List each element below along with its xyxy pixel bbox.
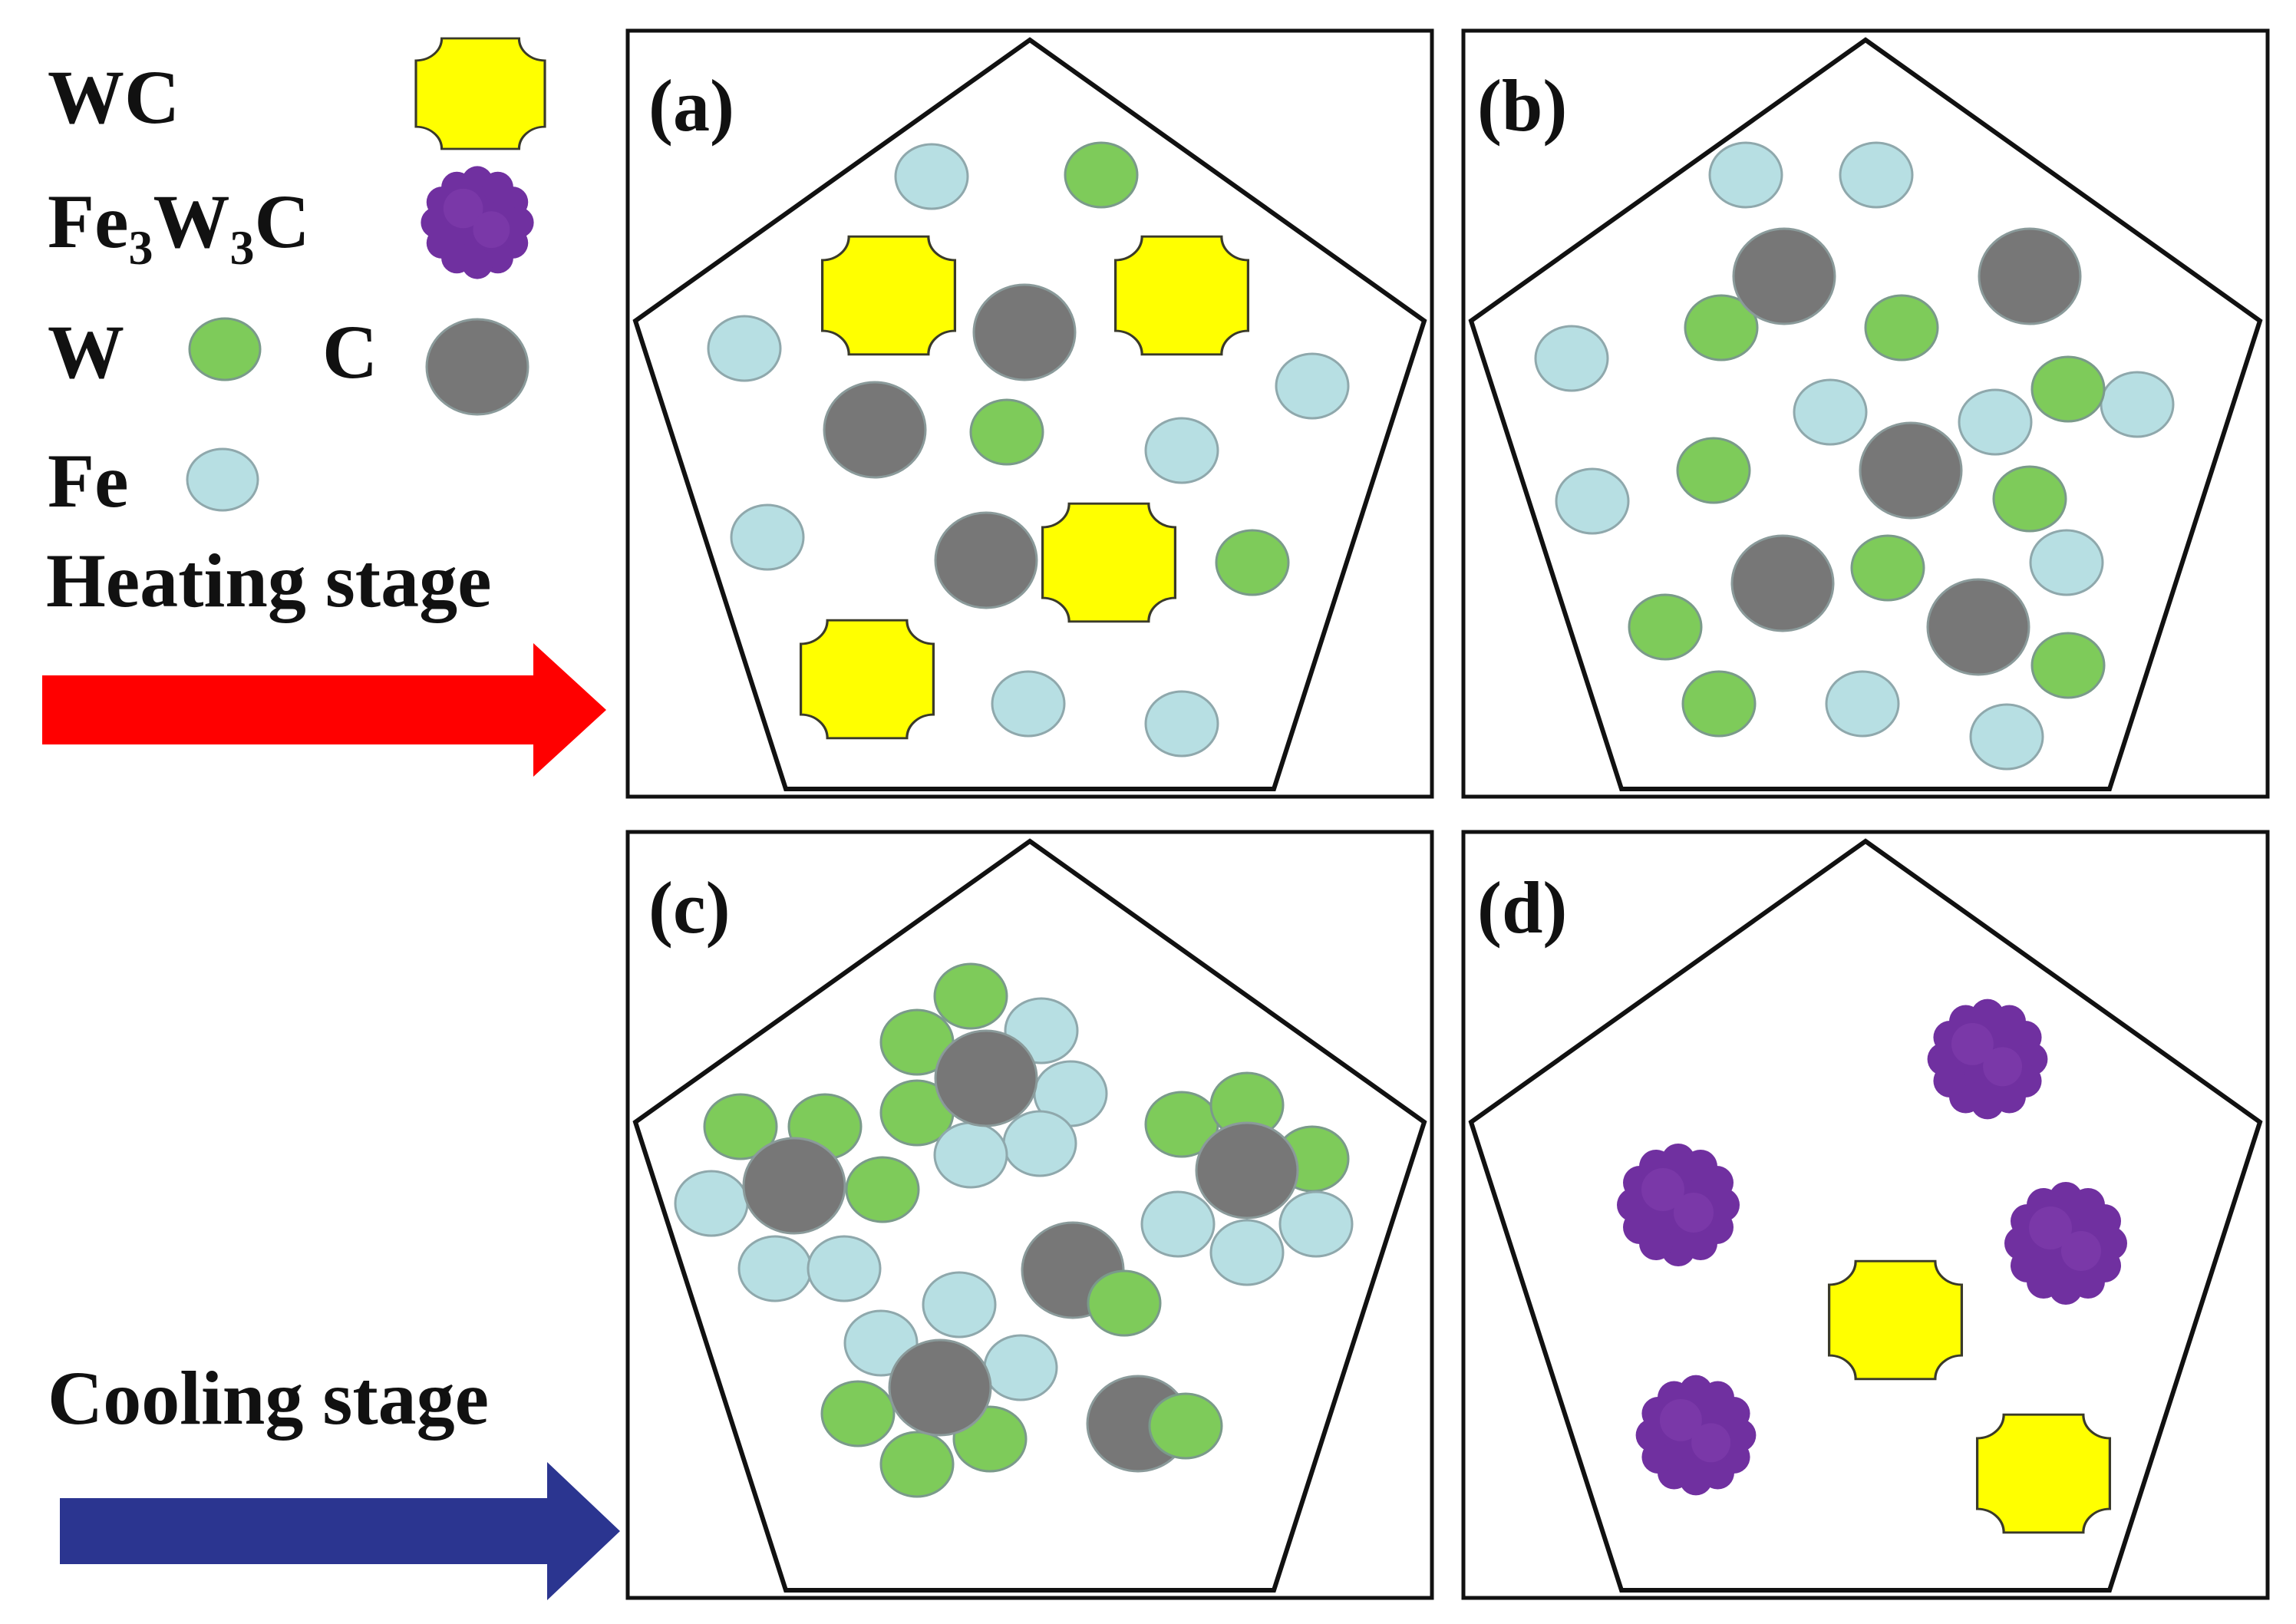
legend-w-label: W [48,309,124,394]
cooling-stage: Cooling stage [48,1355,620,1600]
panel-d-frame [1461,830,2270,1600]
panel-c-label: (c) [648,866,731,949]
panel-c-cluster-1 [879,962,1108,1189]
panel-a-label: (a) [648,64,734,147]
panel-a-w-atoms [969,141,1290,596]
legend-wc-label: WC [48,54,180,140]
fe3w3c-particle-icon [421,166,534,279]
panel-a-c-atoms [823,283,1077,609]
cooling-arrow-icon [60,1462,620,1600]
legend: WC Fe3W3C W C Fe [48,37,546,523]
cooling-stage-label: Cooling stage [48,1355,489,1441]
legend-fe-label: Fe [48,438,128,523]
panel-a-pentagon [632,37,1427,791]
heating-arrow-icon [42,643,606,777]
wc-grain-icon [414,37,546,150]
legend-fe3w3c-label: Fe3W3C [48,179,310,275]
panel-c-pentagon [632,838,1427,1593]
panel-b-fe-atoms [1534,141,2175,771]
panel-a-fe-atoms [707,143,1350,758]
legend-c-label: C [322,309,378,394]
panel-c-pair-2 [1086,1375,1223,1473]
heating-stage: Heating stage [42,538,606,777]
panel-d-pentagon [1468,838,2263,1593]
heating-stage-label: Heating stage [46,538,491,623]
panel-d-label: (d) [1477,866,1567,949]
panel-c-cluster-2 [674,1093,920,1302]
panel-b-c-atoms [1730,227,2082,676]
panel-c-cluster-4 [820,1271,1058,1498]
panel-b: (b) [1461,28,2270,799]
c-atom-icon [425,318,529,416]
panel-c-pair-1 [1021,1221,1162,1337]
panel-b-w-atoms [1628,294,2106,738]
w-atom-icon [188,317,262,381]
panel-a: (a) [625,28,1434,799]
panel-c-cluster-3 [1140,1071,1354,1286]
panel-d: (d) [1461,830,2270,1600]
panel-c: (c) [625,830,1434,1600]
panel-b-label: (b) [1477,64,1567,147]
fe-atom-icon [186,447,259,512]
panel-b-pentagon [1468,37,2263,791]
